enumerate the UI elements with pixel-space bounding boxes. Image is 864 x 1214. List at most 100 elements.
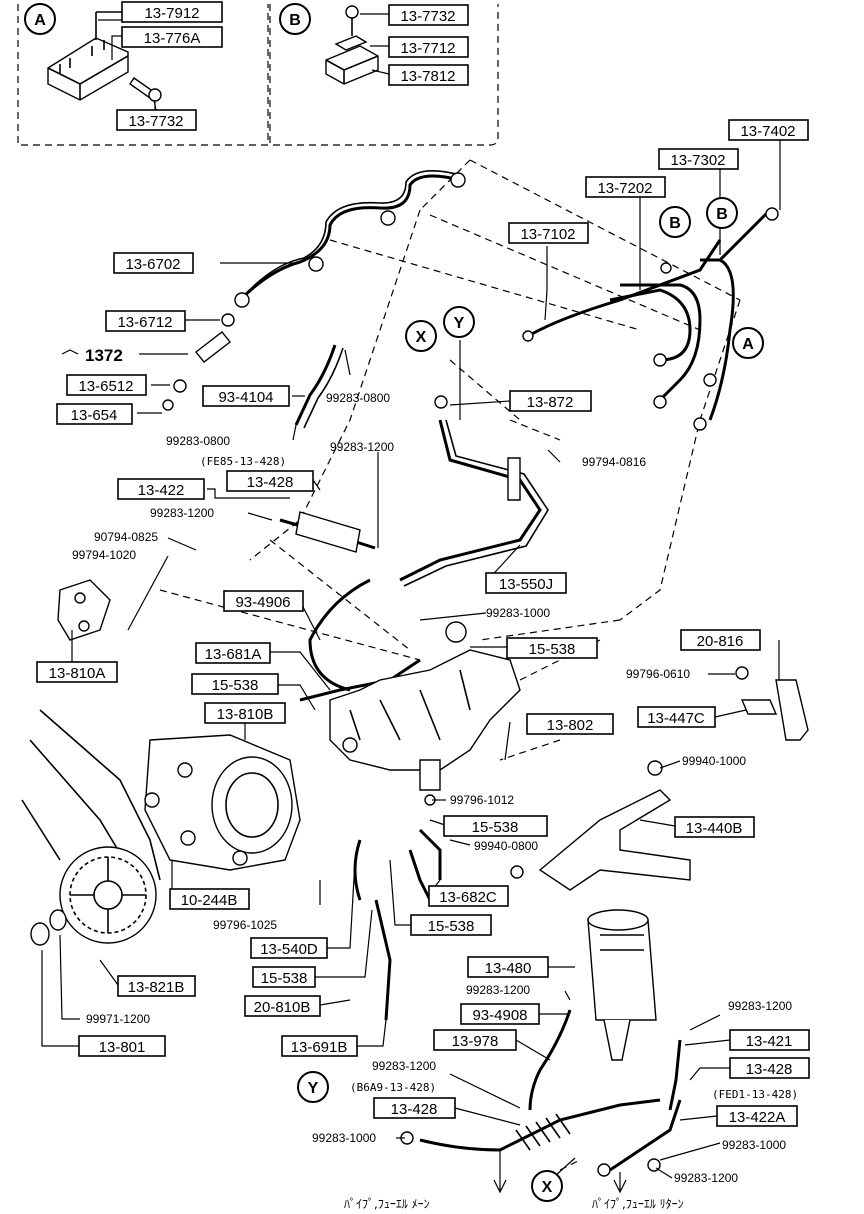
svg-text:13-7202: 13-7202 bbox=[597, 180, 652, 197]
callout-1372: 1372 bbox=[85, 346, 123, 365]
svg-text:13-540D: 13-540D bbox=[260, 941, 318, 958]
svg-text:ﾊﾟｲﾌﾟ,ﾌｭｰｴﾙ ﾘﾀｰﾝ: ﾊﾟｲﾌﾟ,ﾌｭｰｴﾙ ﾘﾀｰﾝ bbox=[592, 1197, 684, 1211]
callout-fed1-13-428: (FED1-13-428) bbox=[712, 1088, 798, 1101]
callout-13-872: 13-872 bbox=[509, 390, 592, 412]
detail-a-bracket-drawing bbox=[47, 11, 162, 111]
svg-text:B: B bbox=[716, 206, 728, 223]
svg-text:93-4908: 93-4908 bbox=[472, 1007, 527, 1024]
callout-fe85-13-428: (FE85-13-428) bbox=[200, 455, 286, 468]
callout-13-691b: 13-691B bbox=[281, 1035, 358, 1057]
marker-y-top: Y bbox=[443, 306, 475, 338]
svg-text:20-816: 20-816 bbox=[697, 633, 744, 650]
svg-text:99283-1000: 99283-1000 bbox=[312, 1131, 376, 1145]
svg-text:A: A bbox=[34, 12, 46, 29]
callout-13-802: 13-802 bbox=[526, 713, 614, 735]
callout-15-538-c: 15-538 bbox=[443, 815, 548, 837]
callout-99794-1020: 99794-1020 bbox=[72, 548, 136, 562]
label-fuel-return-pipe: ﾊﾟｲﾌﾟ,ﾌｭｰｴﾙ ﾘﾀｰﾝ bbox=[592, 1197, 684, 1211]
svg-text:99794-0816: 99794-0816 bbox=[582, 455, 646, 469]
svg-text:13-480: 13-480 bbox=[485, 960, 532, 977]
svg-text:99940-0800: 99940-0800 bbox=[474, 839, 538, 853]
svg-text:15-538: 15-538 bbox=[529, 641, 576, 658]
callout-13-810a: 13-810A bbox=[36, 661, 118, 683]
svg-text:15-538: 15-538 bbox=[428, 918, 475, 935]
injection-pump-drawing bbox=[329, 621, 521, 806]
svg-text:13-821B: 13-821B bbox=[128, 979, 185, 996]
callout-13-681a: 13-681A bbox=[195, 642, 271, 664]
callout-13-6702: 13-6702 bbox=[113, 252, 194, 274]
svg-text:B: B bbox=[669, 215, 681, 232]
marker-b-pipe-1: B bbox=[659, 206, 691, 238]
callout-13-6512: 13-6512 bbox=[66, 374, 147, 396]
callout-99283-1000-a: 99283-1000 bbox=[486, 606, 550, 620]
callout-b6a9-13-428: (B6A9-13-428) bbox=[350, 1081, 436, 1094]
callout-93-4906: 93-4906 bbox=[223, 590, 304, 612]
callout-13-7302: 13-7302 bbox=[658, 148, 739, 170]
svg-text:13-428: 13-428 bbox=[746, 1061, 793, 1078]
svg-text:13-7732: 13-7732 bbox=[128, 113, 183, 130]
callout-13-7712: 13-7712 bbox=[388, 36, 469, 58]
svg-text:93-4906: 93-4906 bbox=[235, 594, 290, 611]
svg-text:Y: Y bbox=[454, 315, 465, 332]
svg-text:15-538: 15-538 bbox=[212, 677, 259, 694]
callout-99796-1012: 99796-1012 bbox=[450, 793, 514, 807]
svg-text:13-691B: 13-691B bbox=[291, 1039, 348, 1056]
marker-x-bottom: X bbox=[531, 1170, 563, 1202]
callout-20-816: 20-816 bbox=[680, 629, 761, 651]
svg-text:99283-0800: 99283-0800 bbox=[326, 391, 390, 405]
callout-13-440b: 13-440B bbox=[674, 816, 755, 838]
svg-text:13-654: 13-654 bbox=[71, 407, 118, 424]
svg-text:(FE85-13-428): (FE85-13-428) bbox=[200, 455, 286, 468]
svg-text:99283-1200: 99283-1200 bbox=[330, 440, 394, 454]
svg-text:99971-1200: 99971-1200 bbox=[86, 1012, 150, 1026]
svg-text:15-538: 15-538 bbox=[472, 819, 519, 836]
overflow-pipe bbox=[399, 395, 549, 587]
svg-text:15-538: 15-538 bbox=[261, 970, 308, 987]
detail-b-clip-drawing bbox=[325, 5, 379, 85]
detail-frames bbox=[17, 4, 499, 146]
pump-bracket-810b-drawing bbox=[144, 734, 301, 871]
svg-text:X: X bbox=[416, 329, 427, 346]
marker-a-pipe: A bbox=[732, 327, 764, 359]
svg-text:13-776A: 13-776A bbox=[144, 30, 201, 47]
svg-text:13-7712: 13-7712 bbox=[400, 40, 455, 57]
callout-13-801: 13-801 bbox=[78, 1035, 166, 1057]
svg-text:99796-1025: 99796-1025 bbox=[213, 918, 277, 932]
svg-text:99796-0610: 99796-0610 bbox=[626, 667, 690, 681]
callout-99971-1200: 99971-1200 bbox=[86, 1012, 150, 1026]
callout-13-682c: 13-682C bbox=[428, 885, 509, 907]
bracket-810a-drawing bbox=[57, 579, 111, 641]
callout-13-654: 13-654 bbox=[56, 403, 133, 425]
svg-text:99283-1000: 99283-1000 bbox=[486, 606, 550, 620]
svg-text:99283-0800: 99283-0800 bbox=[166, 434, 230, 448]
callout-13-428-a: 13-428 bbox=[226, 470, 314, 492]
callout-99283-0800-b: 99283-0800 bbox=[166, 434, 230, 448]
callout-13-447c: 13-447C bbox=[637, 706, 716, 728]
svg-text:A: A bbox=[742, 336, 754, 353]
svg-text:99283-1200: 99283-1200 bbox=[728, 999, 792, 1013]
callout-99794-0816: 99794-0816 bbox=[582, 455, 646, 469]
callout-99283-1000-b: 99283-1000 bbox=[312, 1131, 376, 1145]
svg-text:13-6512: 13-6512 bbox=[78, 378, 133, 395]
svg-text:99283-1200: 99283-1200 bbox=[466, 983, 530, 997]
callout-10-244b: 10-244B bbox=[169, 888, 250, 910]
svg-text:13-440B: 13-440B bbox=[686, 820, 743, 837]
callout-13-428-b: 13-428 bbox=[729, 1057, 810, 1079]
callout-13-540d: 13-540D bbox=[250, 937, 328, 959]
timing-gear-drawing bbox=[30, 846, 157, 946]
svg-text:13-447C: 13-447C bbox=[647, 710, 705, 727]
callout-labels: 13-7912 13-776A 13-7732 13-7732 13-7712 … bbox=[36, 1, 810, 1211]
callout-13-776a: 13-776A bbox=[121, 26, 223, 48]
callout-13-422: 13-422 bbox=[117, 478, 205, 500]
callout-99283-1200-e: 99283-1200 bbox=[372, 1059, 436, 1073]
callout-99283-0800-a: 99283-0800 bbox=[326, 391, 390, 405]
svg-text:99283-1200: 99283-1200 bbox=[674, 1171, 738, 1185]
callout-20-810b: 20-810B bbox=[244, 995, 321, 1017]
svg-text:13-428: 13-428 bbox=[391, 1101, 438, 1118]
fuel-filter-drawing bbox=[510, 760, 691, 1061]
svg-text:99283-1200: 99283-1200 bbox=[372, 1059, 436, 1073]
svg-text:13-682C: 13-682C bbox=[439, 889, 497, 906]
callout-99796-0610: 99796-0610 bbox=[626, 667, 690, 681]
svg-text:90794-0825: 90794-0825 bbox=[94, 530, 158, 544]
svg-text:13-802: 13-802 bbox=[547, 717, 594, 734]
